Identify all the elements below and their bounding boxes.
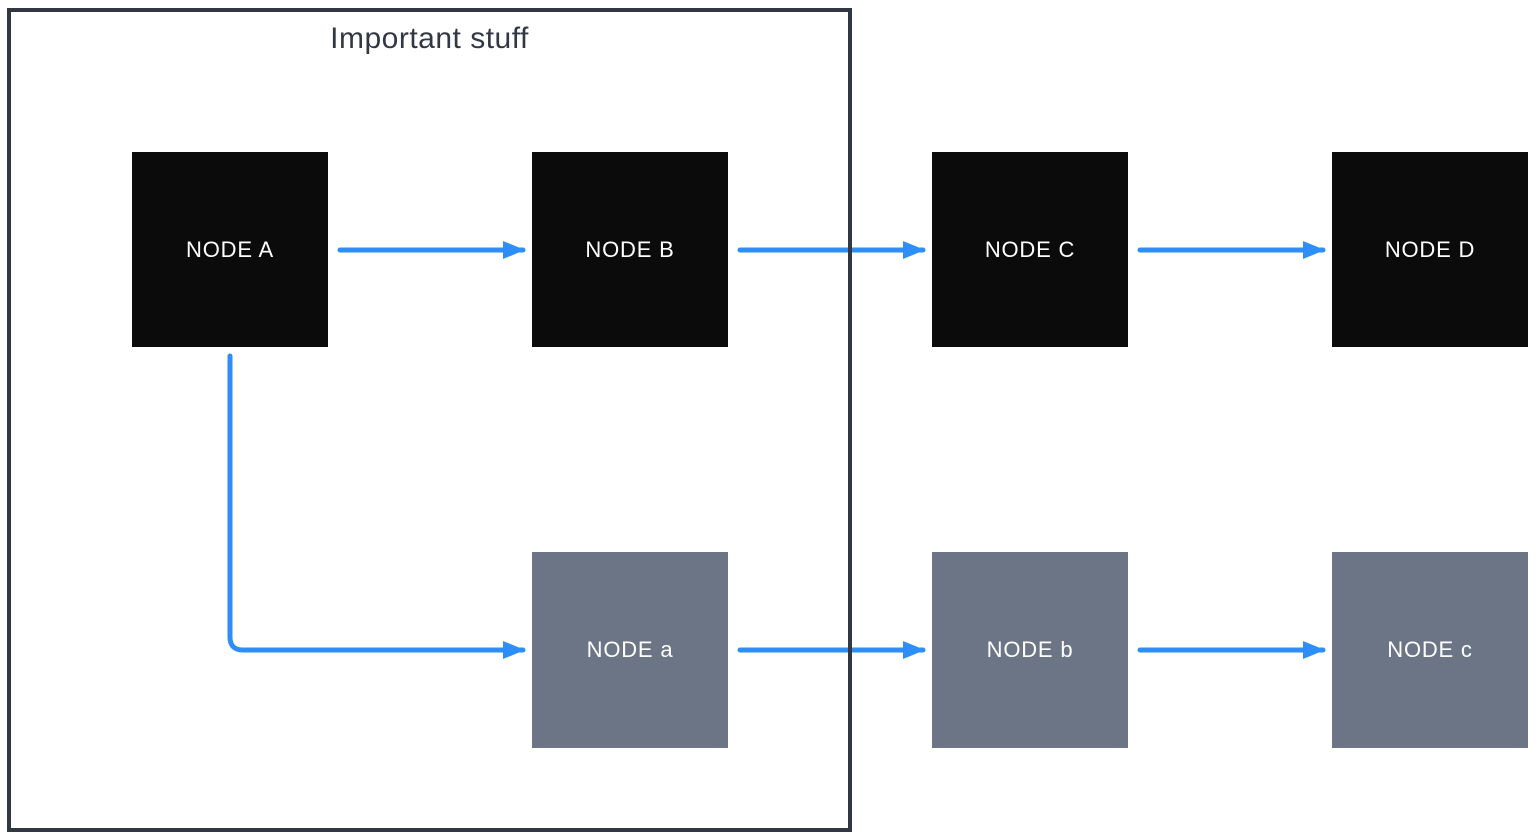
node-c-lower-label: NODE c (1387, 637, 1473, 662)
edge-a-to-a-lower (227, 353, 526, 659)
node-b-lower: NODE b (932, 552, 1128, 748)
node-a-lower: NODE a (532, 552, 728, 748)
node-b-upper: NODE B (532, 152, 728, 347)
node-a-lower-label: NODE a (586, 637, 674, 662)
node-c-upper-label: NODE C (984, 236, 1076, 262)
node-b-lower-label: NODE b (986, 637, 1074, 662)
node-a-upper-label: NODE A (186, 236, 274, 262)
node-c-upper: NODE C (932, 152, 1128, 347)
node-d-upper: NODE D (1332, 152, 1528, 347)
node-c-lower: NODE c (1332, 552, 1528, 748)
node-b-upper-label: NODE B (585, 236, 675, 262)
node-a-upper: NODE A (132, 152, 328, 347)
node-d-upper-label: NODE D (1384, 236, 1476, 262)
